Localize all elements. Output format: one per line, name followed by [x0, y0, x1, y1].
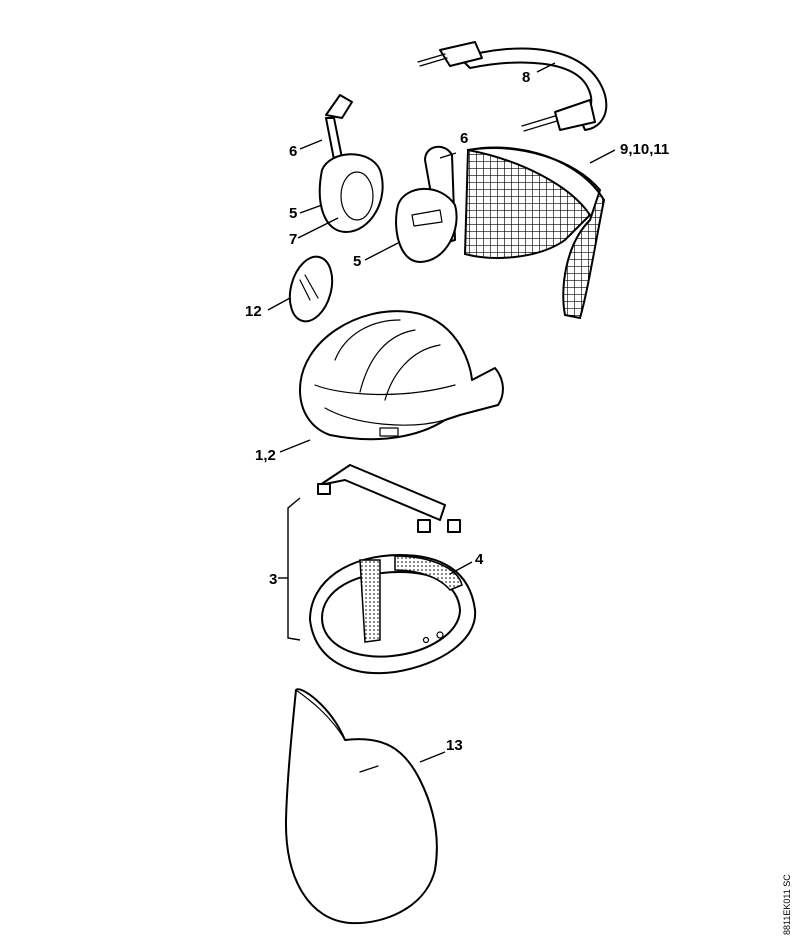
label-4: 4: [475, 551, 484, 568]
label-1-2: 1,2: [255, 447, 276, 464]
label-7: 7: [289, 231, 298, 248]
label-6-left: 6: [289, 143, 298, 160]
ear-muff-right: [395, 145, 458, 263]
helmet-shell-part-1-2: [299, 310, 504, 441]
label-6-right: 6: [460, 130, 469, 147]
strap-part-3: [317, 464, 461, 533]
drawing-code: 8811EK011 SC: [782, 874, 792, 935]
label-13: 13: [446, 737, 463, 754]
label-3: 3: [269, 571, 278, 588]
label-9-10-11: 9,10,11: [620, 141, 670, 158]
leader-lines: [267, 62, 616, 763]
mesh-visor-part-9-10-11: [463, 146, 606, 320]
label-5-left: 5: [289, 205, 298, 222]
lens-part-12: [288, 255, 334, 323]
label-5-right: 5: [353, 253, 362, 270]
face-shield-part-13: [284, 688, 438, 925]
label-8: 8: [522, 69, 531, 86]
label-12: 12: [245, 303, 262, 320]
ear-muff-left: [318, 94, 384, 233]
headband-part-4: [309, 554, 477, 675]
visor-bracket-part-8: [417, 41, 608, 132]
